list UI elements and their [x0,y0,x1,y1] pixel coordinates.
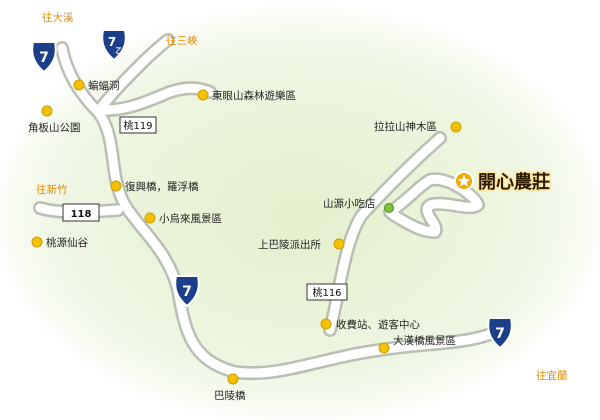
marker-jiaoban [41,105,53,117]
svg-text:7: 7 [495,326,505,342]
highlight-label: 開心農莊 [478,171,550,193]
direction-daxi: 往大溪 [42,11,74,24]
place-lala: 拉拉山神木區 [374,120,437,133]
place-taoyuan-valley: 桃源仙谷 [46,236,88,249]
marker-dongyan [197,89,209,101]
route-shield-7-yi: 7 乙 [101,29,127,62]
svg-text:118: 118 [71,209,92,220]
place-fuxing: 復興橋，羅浮橋 [125,180,199,193]
svg-text:7: 7 [108,35,116,49]
place-dahan: 大漢橋風景區 [393,334,456,347]
route-plate-tao119: 桃119 [119,116,157,134]
place-toll: 收費站、遊客中心 [336,318,420,331]
svg-text:桃116: 桃116 [312,286,341,299]
marker-baling-bridge [227,373,239,385]
svg-text:7: 7 [39,50,49,66]
route-plate-118: 118 [62,203,100,222]
route-plate-tao116: 桃116 [306,283,348,301]
place-xiaowulai: 小烏來風景區 [159,212,222,225]
place-jiaoban: 角板山公園 [28,121,81,134]
marker-toll [320,318,332,330]
route-shield-7-mid: 7 [174,275,200,308]
direction-yilan: 往宜蘭 [536,369,568,382]
place-bat-cave: 蝙蝠洞 [88,79,120,92]
poi-markers [31,79,462,385]
svg-text:桃119: 桃119 [123,119,152,132]
marker-dahan [378,342,390,354]
place-shanyuan: 山源小吃店 [323,197,376,210]
svg-text:7: 7 [182,284,192,300]
route-shield-7-east: 7 [487,317,513,350]
land-area [0,10,600,420]
marker-taoyuan-valley [31,236,43,248]
marker-shanyuan [384,203,394,213]
marker-fuxing [110,180,122,192]
place-shangbaling: 上巴陵派出所 [258,238,321,251]
highlight-destination[interactable]: 開心農莊 [454,170,552,195]
marker-bat-cave [73,79,85,91]
marker-xiaowulai [144,212,156,224]
svg-text:乙: 乙 [116,47,123,55]
direction-xinzhu: 往新竹 [36,183,68,196]
direction-sanxia: 往三峽 [166,34,198,47]
marker-lala [450,121,462,133]
route-shield-7-top: 7 [31,41,57,74]
place-baling-bridge: 巴陵橋 [214,389,246,402]
marker-shangbaling [333,238,345,250]
place-dongyan: 東眼山森林遊樂區 [212,89,296,102]
